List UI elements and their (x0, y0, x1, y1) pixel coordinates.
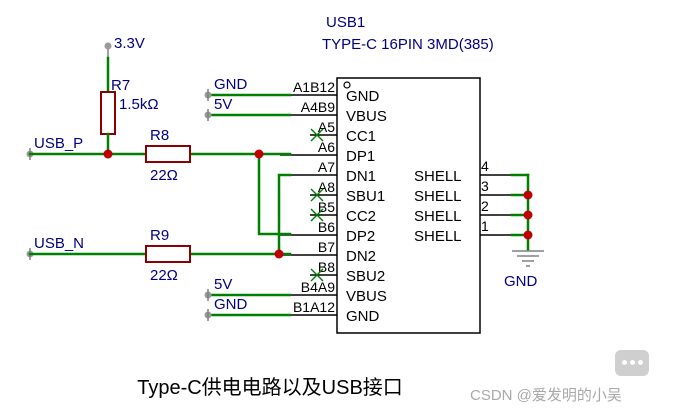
usb1-designator: USB1 (326, 14, 365, 31)
net-label-3v3: 3.3V (114, 35, 145, 52)
pin-num-4: 4 (481, 158, 489, 174)
dn-link-wire (277, 173, 292, 256)
pin-num-b8: B8 (318, 259, 335, 275)
pin-name-gnd-top: GND (346, 88, 380, 105)
pin-num-a5: A5 (318, 119, 335, 135)
gnd-5v-top-nets (204, 89, 292, 121)
usb-n-net (26, 248, 292, 260)
usb1-value: TYPE-C 16PIN 3MD(385) (322, 36, 494, 53)
pin-num-3: 3 (481, 178, 489, 194)
r9-value: 22Ω (150, 267, 178, 284)
net-label-gnd-shell: GND (504, 273, 538, 290)
pin-name-cc1: CC1 (346, 128, 376, 145)
junction-dn2 (274, 249, 284, 259)
pin-name-vbus-bottom: VBUS (346, 288, 387, 305)
pin-num-a7: A7 (318, 159, 335, 175)
pin-name-shell-3: SHELL (414, 188, 462, 205)
pin-name-shell-4: SHELL (414, 168, 462, 185)
no-connect-x-sbu2 (310, 268, 324, 282)
pin-name-vbus-top: VBUS (346, 108, 387, 125)
pin-name-sbu1: SBU1 (346, 188, 385, 205)
gnd-5v-bottom-nets (204, 289, 292, 321)
r8-value: 22Ω (150, 167, 178, 184)
pin-name-dn1: DN1 (346, 168, 376, 185)
pin-name-dn2: DN2 (346, 248, 376, 265)
no-connect-x-cc1 (310, 128, 324, 142)
r9-ref: R9 (150, 227, 169, 244)
r8-ref: R8 (150, 127, 169, 144)
pin-name-dp1: DP1 (346, 148, 375, 165)
pin-num-a8: A8 (318, 179, 335, 195)
pin-num-b5: B5 (318, 199, 335, 215)
net-label-gnd-bottom: GND (214, 296, 248, 313)
diagram-caption: Type-C供电电路以及USB接口 (137, 377, 403, 399)
no-connect-x-sbu1 (310, 188, 324, 202)
pin-num-1: 1 (481, 218, 489, 234)
pin-num-b4a9: B4A9 (301, 279, 335, 295)
r7-ref: R7 (111, 77, 130, 94)
junction-r7-usb-p (103, 149, 113, 159)
net-label-usb-n: USB_N (34, 235, 84, 252)
resistor-r8 (145, 145, 191, 163)
no-connect-x-cc2 (310, 208, 324, 222)
pin1-marker (343, 81, 351, 89)
no-connect-marks (310, 128, 324, 282)
pin-num-b7: B7 (318, 239, 335, 255)
net-label-usb-p: USB_P (34, 135, 83, 152)
pin-num-a1b12: A1B12 (293, 79, 335, 95)
pin-num-2: 2 (481, 198, 489, 214)
pin-name-shell-1: SHELL (414, 228, 462, 245)
net-label-gnd-top: GND (214, 76, 248, 93)
pin-name-gnd-bottom: GND (346, 308, 380, 325)
pin-name-cc2: CC2 (346, 208, 376, 225)
net-label-5v-bottom: 5V (214, 276, 232, 293)
shell-gnd-net (510, 173, 533, 252)
resistor-r9 (145, 245, 191, 263)
ground-symbol-icon (512, 250, 544, 267)
pin-name-shell-2: SHELL (414, 208, 462, 225)
resistor-r7 (100, 91, 116, 135)
pin-name-sbu2: SBU2 (346, 268, 385, 285)
pin-num-b6: B6 (318, 219, 335, 235)
pin-num-a6: A6 (318, 139, 335, 155)
power-3v3-net (104, 42, 112, 94)
net-label-5v-top: 5V (214, 96, 232, 113)
r7-value: 1.5kΩ (119, 96, 159, 113)
pin-num-a4b9: A4B9 (301, 99, 335, 115)
chat-bubble-icon (615, 350, 649, 376)
junction-dp1 (254, 149, 264, 159)
usb1-body (336, 77, 481, 334)
pin-num-b1a12: B1A12 (293, 299, 335, 315)
csdn-watermark: CSDN @爱发明的小吴 (470, 387, 622, 404)
pin-name-dp2: DP2 (346, 228, 375, 245)
dp-link-wire (257, 152, 292, 236)
usb-p-net (26, 148, 292, 160)
